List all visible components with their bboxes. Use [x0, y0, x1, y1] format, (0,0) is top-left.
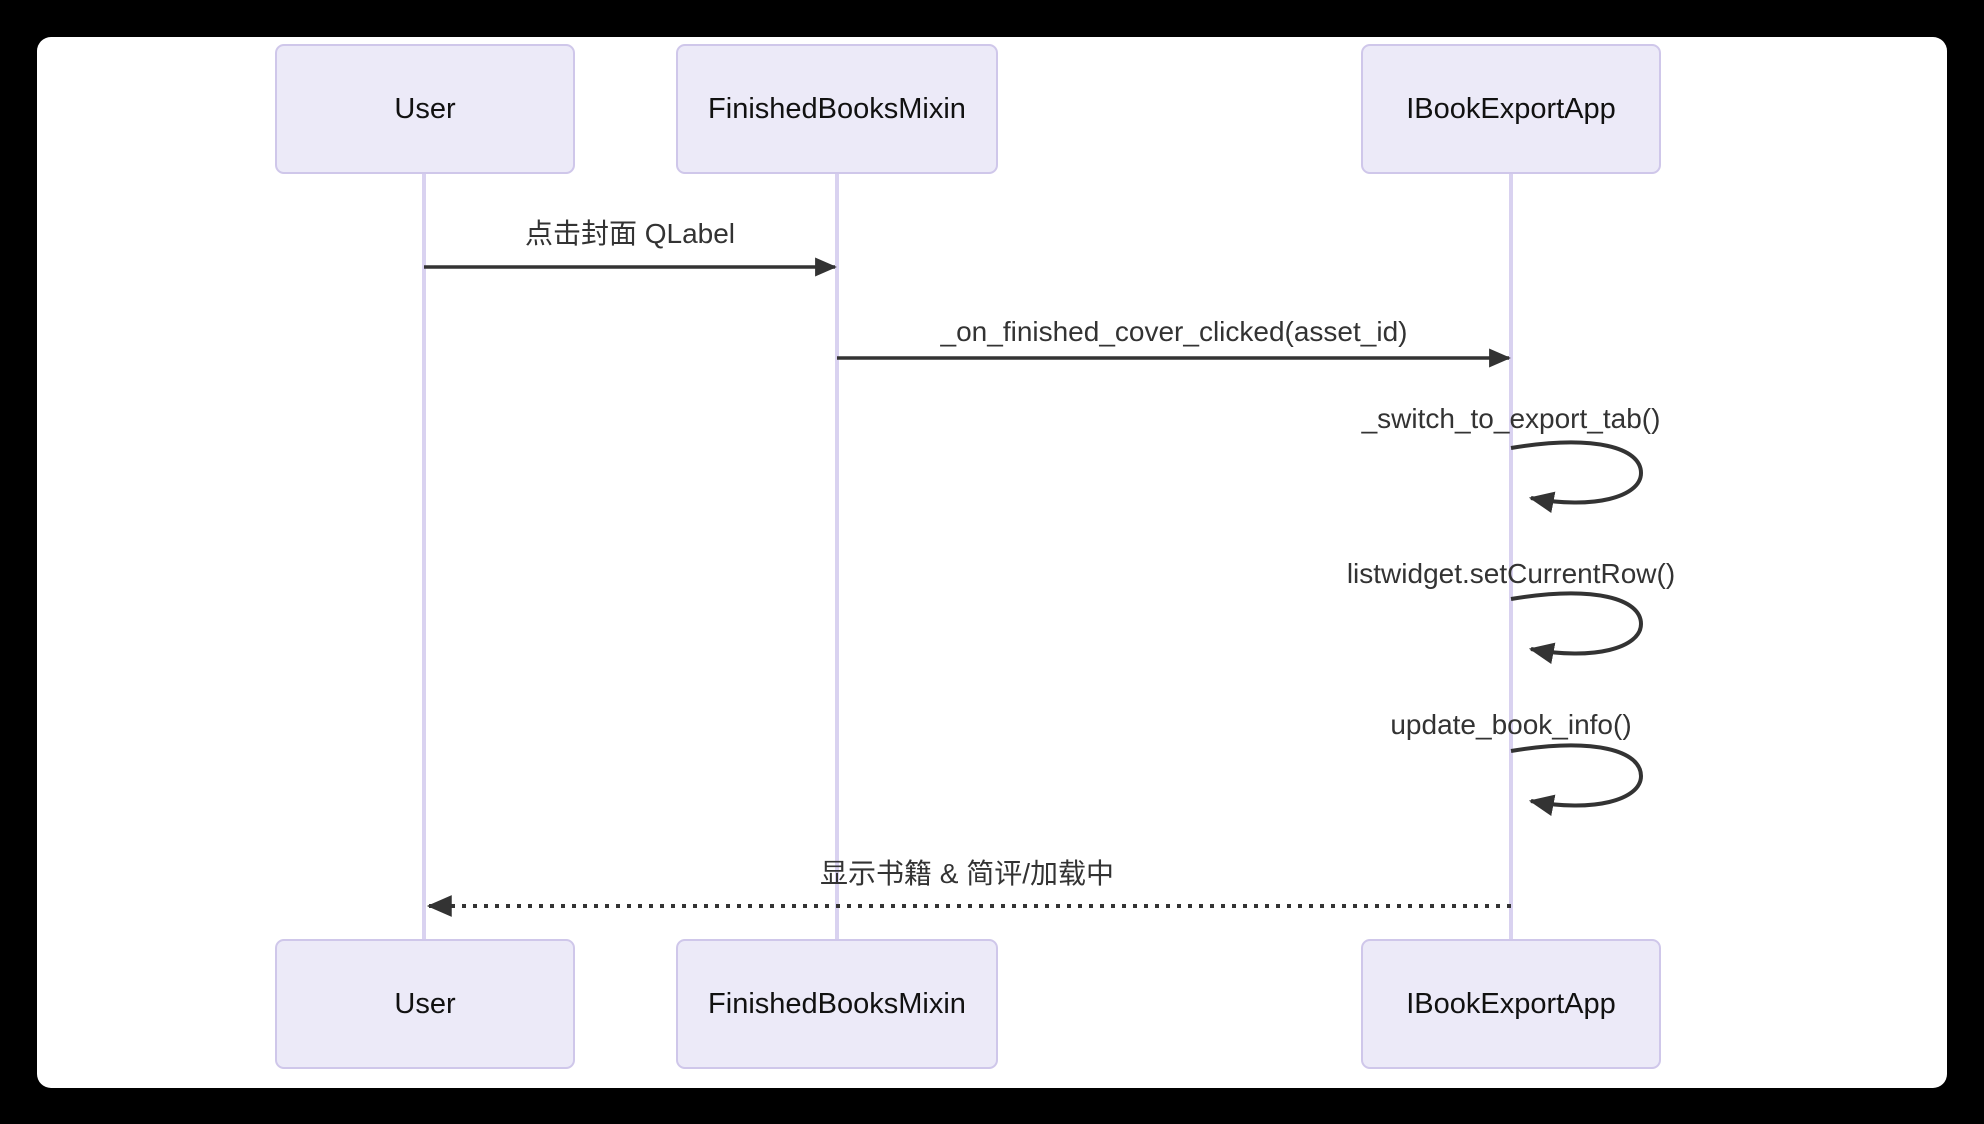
actor-label-finished-books-mixin: FinishedBooksMixin	[708, 987, 966, 1020]
actor-box-user-top: User	[275, 44, 575, 174]
actor-box-ibook-export-app-top: IBookExportApp	[1361, 44, 1661, 174]
actor-label-user: User	[394, 987, 456, 1020]
sequence-diagram-canvas: User FinishedBooksMixin IBookExportApp U…	[37, 37, 1947, 1088]
actor-label-ibook-export-app: IBookExportApp	[1406, 92, 1616, 125]
message-label-switch-to-export-tab: _switch_to_export_tab()	[1361, 403, 1661, 434]
actor-label-user: User	[394, 92, 456, 125]
self-call-arrow-update-book-info	[1510, 743, 1644, 816]
message-label-click-cover: 点击封面 QLabel	[524, 218, 736, 249]
message-label-update-book-info: update_book_info()	[1390, 709, 1632, 740]
actor-box-ibook-export-app-bottom: IBookExportApp	[1361, 939, 1661, 1069]
actor-box-finished-books-mixin-top: FinishedBooksMixin	[676, 44, 998, 174]
actor-label-finished-books-mixin: FinishedBooksMixin	[708, 92, 966, 125]
actor-box-user-bottom: User	[275, 939, 575, 1069]
self-call-arrow-set-current-row	[1510, 591, 1644, 664]
self-call-arrow-switch-to-export-tab	[1510, 440, 1644, 513]
message-label-set-current-row: listwidget.setCurrentRow()	[1346, 558, 1676, 589]
actor-label-ibook-export-app: IBookExportApp	[1406, 987, 1616, 1020]
diagram-lines-layer	[422, 174, 1644, 939]
actor-box-finished-books-mixin-bottom: FinishedBooksMixin	[676, 939, 998, 1069]
message-label-on-finished-cover-clicked: _on_finished_cover_clicked(asset_id)	[940, 316, 1408, 347]
message-label-show-book-info: 显示书籍 & 简评/加载中	[819, 858, 1115, 889]
